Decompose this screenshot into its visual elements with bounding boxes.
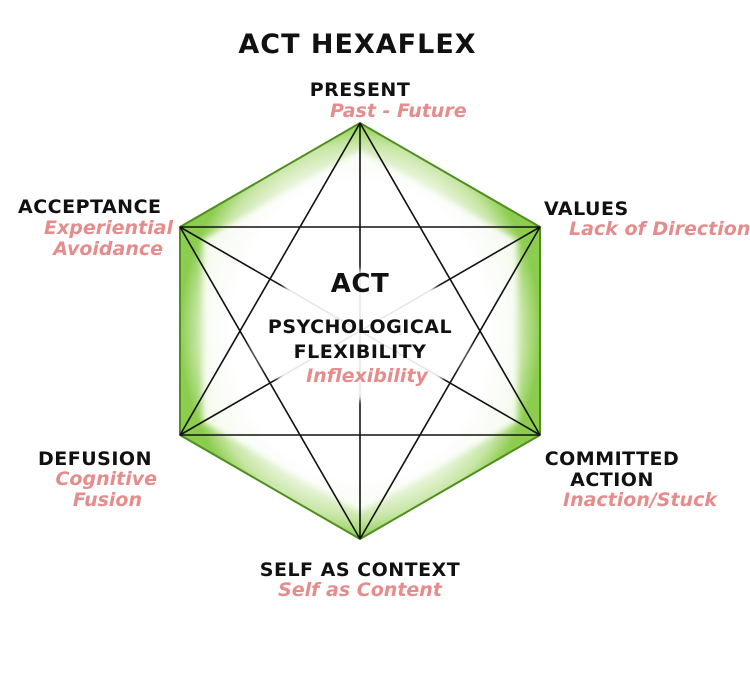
self-as-context-negative: Self as Content xyxy=(278,579,442,601)
acceptance-negative-line2: Avoidance xyxy=(53,238,163,260)
values-label: VALUES xyxy=(544,198,629,220)
present-label: PRESENT xyxy=(309,79,411,101)
center-negative: Inflexibility xyxy=(306,365,428,387)
acceptance-label: ACCEPTANCE xyxy=(18,196,162,218)
present-negative: Past - Future xyxy=(330,100,467,122)
defusion-negative-line2: Fusion xyxy=(72,489,142,511)
center-line1: PSYCHOLOGICAL xyxy=(267,316,453,338)
center-line2: FLEXIBILITY xyxy=(293,341,427,363)
values-negative: Lack of Direction xyxy=(569,218,750,240)
connection-lines xyxy=(179,122,541,540)
self-as-context-label: SELF AS CONTEXT xyxy=(259,559,461,581)
line-self-acceptance xyxy=(179,226,361,540)
defusion-label: DEFUSION xyxy=(38,448,152,470)
defusion-negative-line1: Cognitive xyxy=(55,468,157,490)
committed-action-label-line2: ACTION xyxy=(570,469,654,491)
center-halo xyxy=(250,270,470,400)
line-present-committed xyxy=(359,122,541,436)
committed-action-label-line1: COMMITTED xyxy=(544,448,680,470)
diagram-title: ACT HEXAFLEX xyxy=(238,29,477,60)
line-present-defusion xyxy=(179,122,361,436)
line-self-values xyxy=(359,226,541,540)
acceptance-negative-line1: Experiential xyxy=(44,217,173,239)
center-title: ACT xyxy=(330,269,390,299)
committed-action-negative: Inaction/Stuck xyxy=(563,489,717,511)
